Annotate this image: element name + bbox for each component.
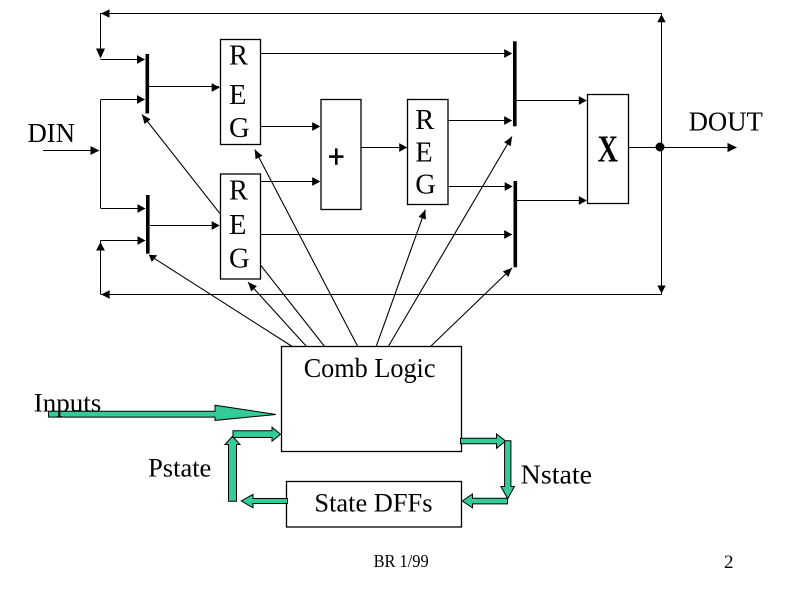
svg-text:Comb Logic: Comb Logic xyxy=(304,352,436,383)
svg-text:Inputs: Inputs xyxy=(34,387,102,417)
svg-text:DOUT: DOUT xyxy=(689,106,763,137)
svg-text:E: E xyxy=(229,80,246,111)
svg-text:R: R xyxy=(415,105,434,136)
svg-text:G: G xyxy=(229,113,250,144)
svg-text:DIN: DIN xyxy=(28,118,76,148)
svg-text:G: G xyxy=(415,170,436,201)
svg-text:State DFFs: State DFFs xyxy=(314,488,432,518)
svg-text:R: R xyxy=(229,176,248,207)
svg-text:BR 1/99: BR 1/99 xyxy=(374,551,429,571)
svg-text:R: R xyxy=(229,41,248,72)
svg-text:G: G xyxy=(229,244,250,275)
svg-text:2: 2 xyxy=(724,552,734,573)
svg-text:Pstate: Pstate xyxy=(148,453,211,482)
svg-text:Nstate: Nstate xyxy=(521,459,592,489)
svg-text:X: X xyxy=(598,128,618,170)
svg-text:E: E xyxy=(229,210,246,241)
svg-text:E: E xyxy=(415,138,432,169)
